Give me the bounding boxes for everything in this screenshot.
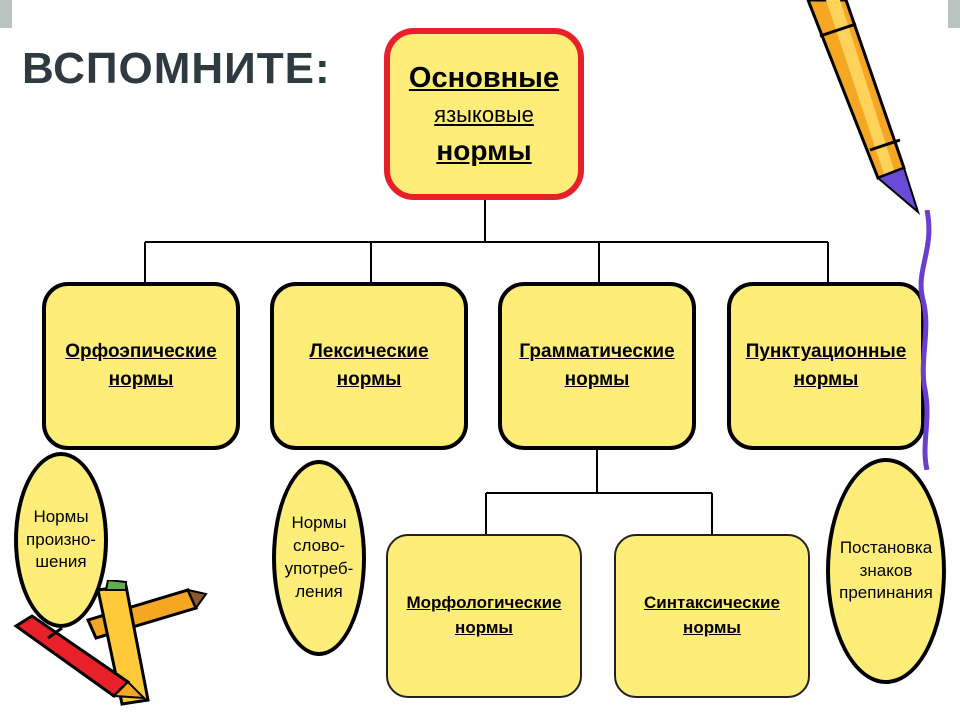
- oval-label: Нормы: [33, 506, 89, 526]
- oval-label: слово-: [292, 536, 346, 556]
- node-grammatical: Грамматические нормы: [498, 282, 696, 450]
- node-label: нормы: [108, 369, 174, 390]
- node-label: Грамматические: [519, 341, 675, 363]
- corner-mark-right: [948, 0, 960, 28]
- crayon-icon: [13, 580, 208, 706]
- oval-word-usage: Нормы слово- употреб- ления: [272, 460, 366, 656]
- root-line-3: нормы: [436, 134, 532, 166]
- node-label: нормы: [793, 369, 859, 390]
- oval-label: Нормы: [291, 513, 347, 533]
- node-morphological: Морфологические нормы: [386, 534, 582, 698]
- root-node: Основные языковые нормы: [384, 28, 584, 200]
- node-label: нормы: [455, 618, 513, 637]
- page-title: ВСПОМНИТЕ:: [22, 44, 331, 93]
- pencil-icon: [806, 0, 921, 216]
- oval-label: произно-: [26, 529, 96, 549]
- node-label: Морфологические: [406, 593, 562, 613]
- oval-label: шения: [35, 552, 87, 572]
- node-label: нормы: [336, 369, 402, 390]
- oval-label: употреб-: [284, 559, 354, 578]
- corner-mark-left: [0, 0, 12, 28]
- node-label: Синтаксические: [644, 593, 780, 613]
- root-line-1: Основные: [408, 61, 560, 94]
- node-label: нормы: [683, 618, 741, 637]
- node-lexical: Лексические нормы: [270, 282, 468, 450]
- squiggle-icon: [918, 210, 932, 470]
- node-syntactic: Синтаксические нормы: [614, 534, 810, 698]
- node-label: Лексические: [309, 341, 429, 363]
- oval-label: знаков: [859, 560, 913, 580]
- oval-pronunciation: Нормы произно- шения: [14, 452, 108, 628]
- node-label: Орфоэпические: [65, 341, 217, 363]
- root-line-2: языковые: [434, 101, 534, 127]
- node-punctuation: Пунктуационные нормы: [727, 282, 925, 450]
- node-orthoepic: Орфоэпические нормы: [42, 282, 240, 450]
- node-label: нормы: [564, 369, 630, 390]
- oval-punctuation-marks: Постановка знаков препинания: [826, 458, 946, 684]
- node-label: Пунктуационные: [745, 341, 907, 363]
- oval-label: Постановка: [839, 537, 933, 557]
- oval-label: ления: [295, 581, 343, 601]
- oval-label: препинания: [839, 583, 933, 603]
